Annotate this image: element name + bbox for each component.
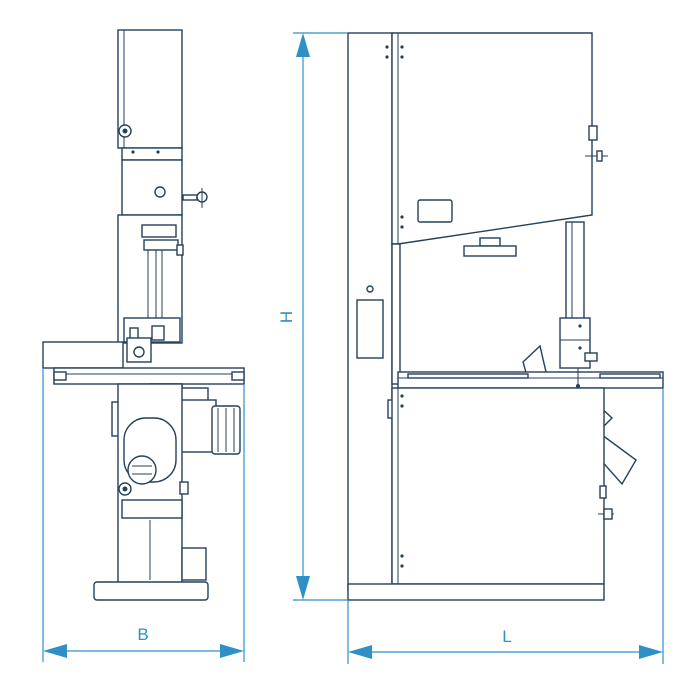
side-access-panel [356, 299, 384, 359]
side-label-plate [417, 199, 453, 223]
side-lower-cabinet [391, 387, 605, 585]
dimension-label-l: L [502, 627, 511, 646]
dimension-b: B [42, 368, 245, 662]
dimension-label-b: B [137, 625, 148, 644]
side-base [347, 583, 605, 601]
dimension-h: H [277, 32, 348, 601]
motor-housing [179, 399, 217, 453]
front-view [42, 29, 245, 601]
tension-housing [121, 159, 183, 216]
front-base [93, 581, 209, 601]
dimension-label-h: H [277, 311, 296, 323]
front-table-top [53, 367, 245, 385]
upper-wheel-housing [391, 32, 593, 245]
side-lamp [463, 245, 517, 257]
side-view [347, 32, 664, 601]
dimension-l: L [347, 388, 664, 664]
front-table-left [42, 341, 124, 369]
